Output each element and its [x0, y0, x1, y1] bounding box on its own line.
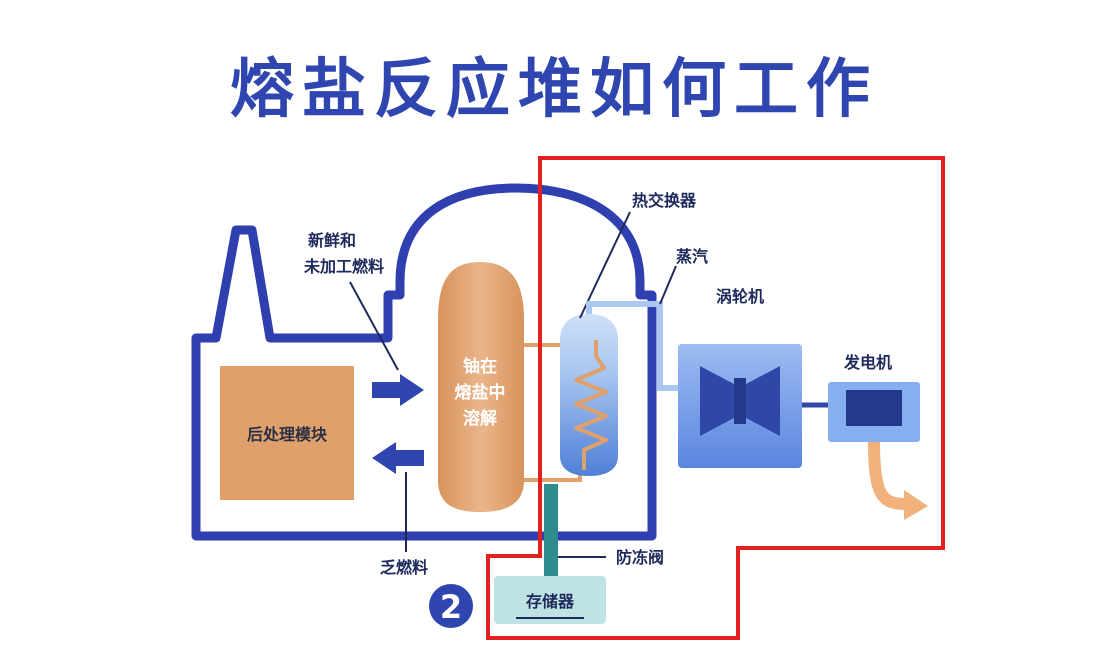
power-output-arrowhead: [904, 490, 928, 520]
turbine-label: 涡轮机: [716, 287, 764, 306]
step-badge-number: 2: [440, 588, 462, 626]
arrow-to-post-processing: [372, 442, 424, 474]
diagram-title: 熔盐反应堆如何工作: [230, 53, 878, 127]
generator-core: [846, 390, 902, 426]
storage-label: 存储器: [526, 592, 575, 611]
steam-pointer: [659, 265, 677, 305]
fresh-fuel-pointer: [349, 281, 399, 371]
fresh-fuel-label-2: 未加工燃料: [303, 257, 384, 276]
generator-label: 发电机: [843, 353, 892, 372]
freeze-valve-pipe: [544, 484, 558, 580]
building-outline: [191, 183, 657, 541]
step-badge: [429, 584, 473, 628]
fresh-fuel-label-1: 新鲜和: [308, 231, 356, 250]
heat-exchanger-coil: [574, 340, 608, 470]
vessel-label-1: 铀在: [463, 356, 497, 377]
spent-fuel-label: 乏燃料: [380, 558, 428, 577]
power-output-arrow: [868, 441, 909, 510]
storage-tank: [494, 576, 606, 624]
post-processing-label: 后处理模块: [247, 425, 328, 444]
heat-exchanger-label: 热交换器: [632, 191, 697, 210]
heat-exchanger-pointer: [579, 211, 631, 319]
steam-label: 蒸汽: [676, 247, 708, 266]
turbine-shaft: [734, 378, 746, 424]
vessel-label-3: 溶解: [463, 408, 497, 429]
heat-exchanger: [560, 314, 618, 476]
post-processing-module: [220, 366, 354, 500]
freeze-valve-label: 防冻阀: [616, 548, 664, 567]
vessel-label-2: 熔盐中: [455, 382, 506, 403]
arrow-to-vessel: [372, 374, 424, 406]
highlight-region: [486, 156, 945, 640]
turbine-rotor: [700, 366, 780, 436]
reactor-vessel: [438, 262, 524, 512]
